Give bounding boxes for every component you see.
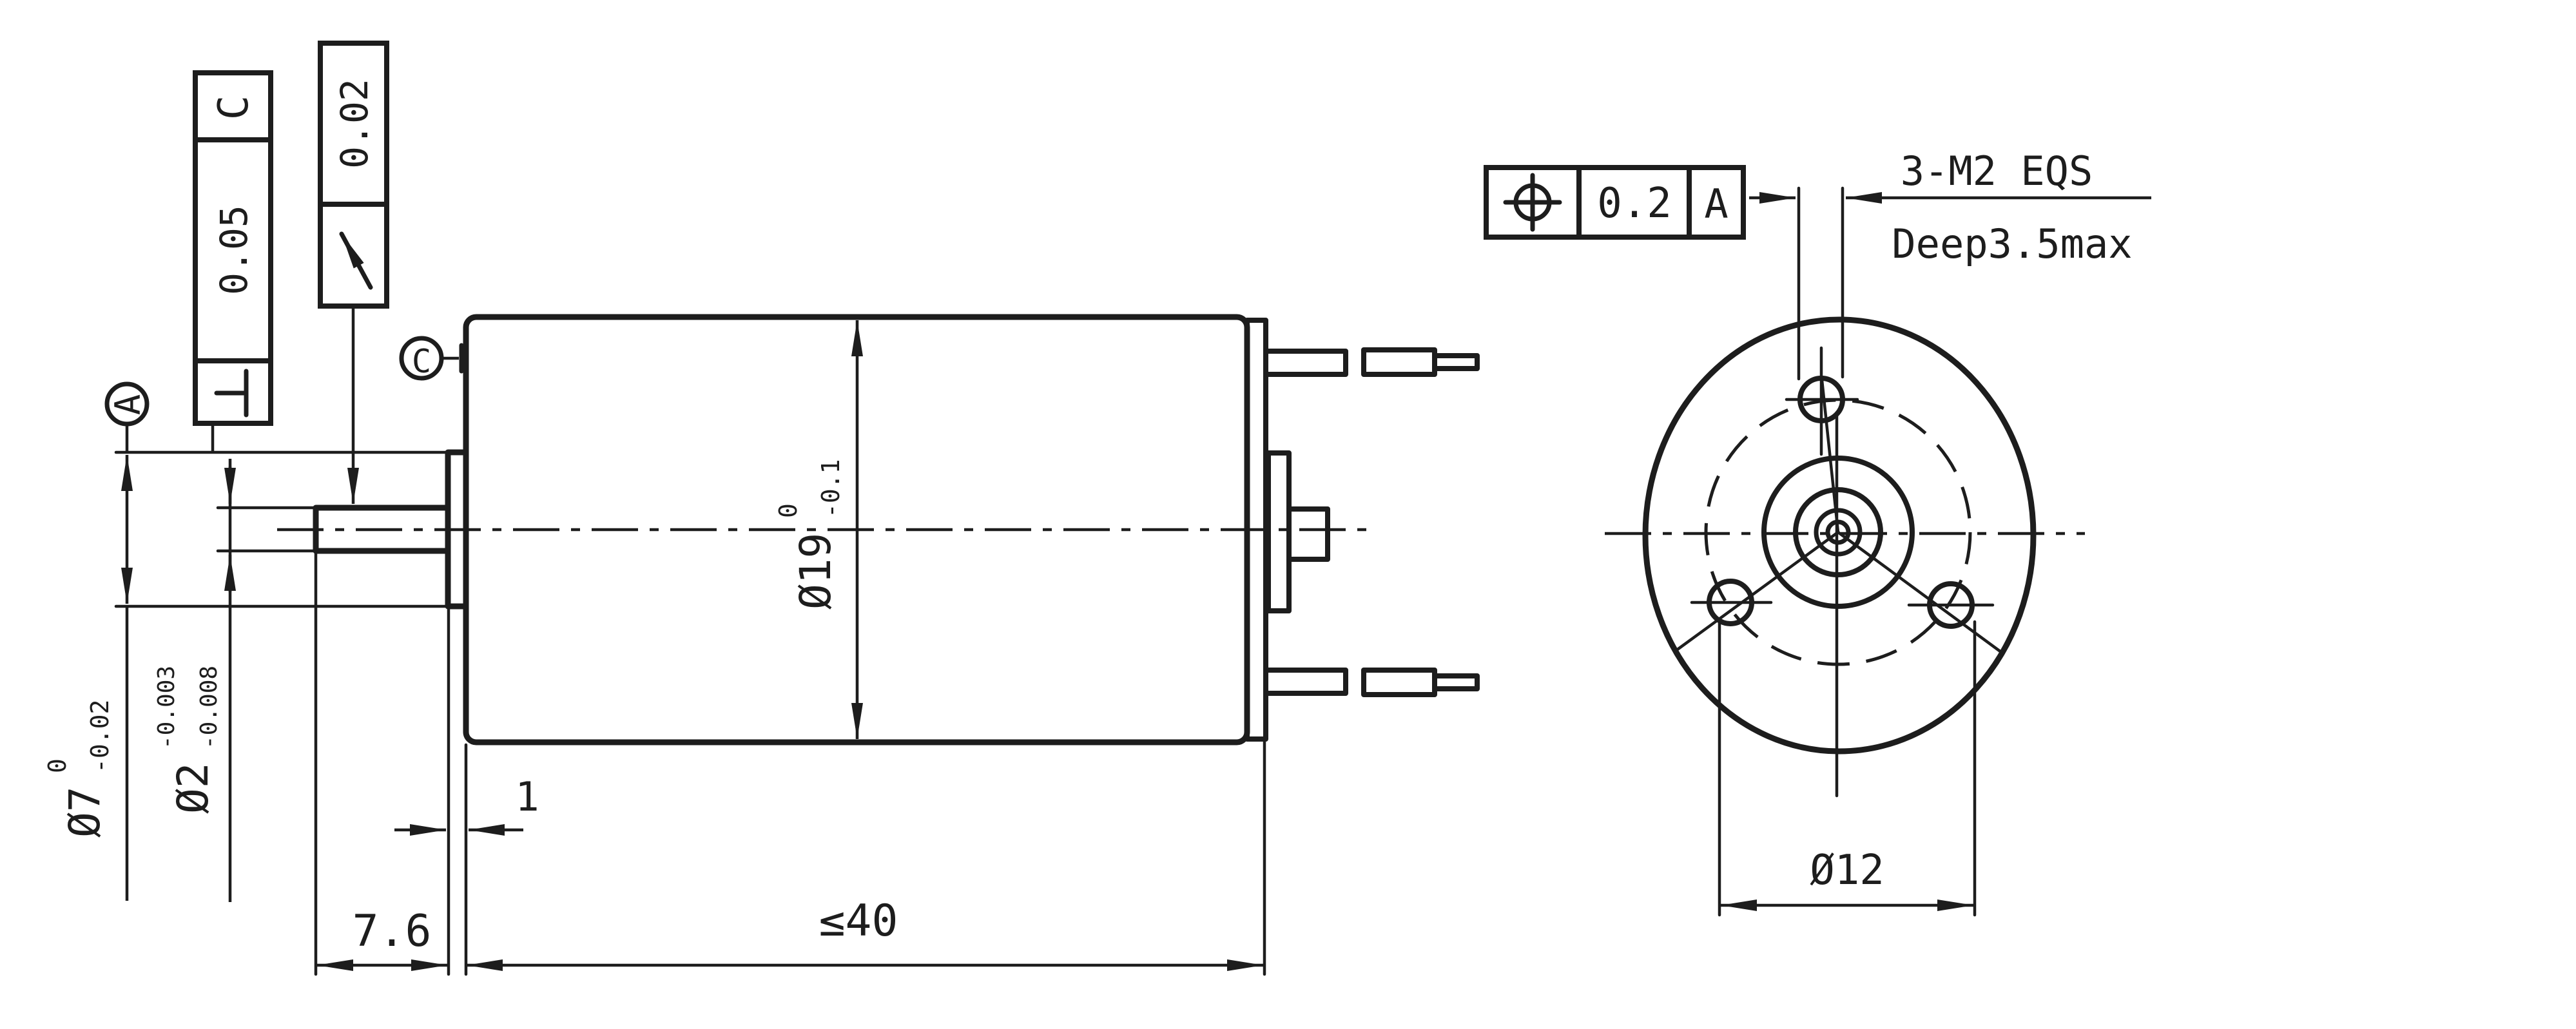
- end-view-extension-lines: [1718, 186, 1977, 917]
- datum-c-label: C: [412, 343, 431, 380]
- dim-boss-diameter: Ø7 0 -0.02: [43, 700, 114, 838]
- runout-value: 0.02: [333, 79, 376, 169]
- rear-shaft-stub: [1286, 506, 1330, 562]
- position-value: 0.2: [1597, 180, 1672, 227]
- terminal-top: [1263, 347, 1480, 377]
- svg-text:Ø2: Ø2: [168, 763, 218, 814]
- shaft-center-circle: [1825, 519, 1851, 545]
- dim-shaft-extension: 7.6: [353, 906, 432, 957]
- svg-text:-0.008: -0.008: [196, 666, 222, 749]
- dim-body-diameter: Ø19 0 -0.1: [774, 459, 845, 610]
- end-view-body-circle: [1642, 316, 2037, 755]
- mount-hole-top: [1797, 376, 1845, 423]
- front-boss-outline: [445, 449, 469, 610]
- datum-c: C: [399, 336, 464, 381]
- mount-hole-left: [1707, 579, 1754, 626]
- hole-depth-text: Deep3.5max: [1892, 220, 2132, 267]
- perpendicularity-value: 0.05: [212, 205, 256, 295]
- hole-callout-text: 3-M2 EQS: [1901, 148, 2093, 195]
- svg-text:-0.1: -0.1: [817, 459, 845, 518]
- side-view-motor: [114, 314, 1480, 976]
- terminal-bottom: [1263, 668, 1480, 697]
- svg-text:Ø7: Ø7: [60, 787, 110, 838]
- end-view-motor: Ø12: [1605, 186, 2085, 917]
- mount-hole-right: [1927, 581, 1975, 629]
- perpendicularity-icon: [214, 369, 249, 418]
- rear-brush-boss: [1266, 450, 1292, 613]
- datum-a: A: [104, 381, 150, 427]
- svg-text:-0.02: -0.02: [86, 700, 114, 773]
- gdt-position-frame: 0.2 A: [1484, 165, 1796, 240]
- shaft-circle: [1814, 508, 1863, 557]
- perpendicularity-datum: C: [210, 95, 258, 120]
- shaft-outline: [313, 505, 451, 554]
- gdt-perpendicularity-frame: 0.05 C: [193, 70, 273, 451]
- dim-body-length: ≤40: [819, 896, 898, 947]
- position-datum: A: [1704, 180, 1728, 227]
- circular-runout-icon: [339, 231, 373, 290]
- mounting-hole-callout: 3-M2 EQS Deep3.5max: [1846, 148, 2151, 267]
- bolt-circle: [1704, 398, 1972, 666]
- bearing-circle: [1793, 487, 1883, 577]
- datum-a-label: A: [108, 394, 148, 416]
- dim-shaft-diameter: Ø2 -0.003 -0.008: [153, 666, 222, 814]
- svg-text:-0.003: -0.003: [153, 666, 180, 749]
- dim-bolt-circle: Ø12: [1810, 847, 1884, 894]
- position-icon: [1503, 173, 1562, 232]
- hole-spokes: [1674, 378, 2003, 654]
- svg-text:0: 0: [43, 758, 72, 773]
- side-extension-lines: [114, 450, 1266, 976]
- dim-boss-width: 1: [515, 773, 539, 820]
- side-dimensions: [121, 320, 1263, 971]
- front-boss-circle: [1761, 456, 1915, 609]
- gdt-runout-frame: 0.02: [318, 41, 389, 504]
- svg-text:0: 0: [774, 503, 802, 518]
- svg-text:Ø19: Ø19: [791, 533, 840, 610]
